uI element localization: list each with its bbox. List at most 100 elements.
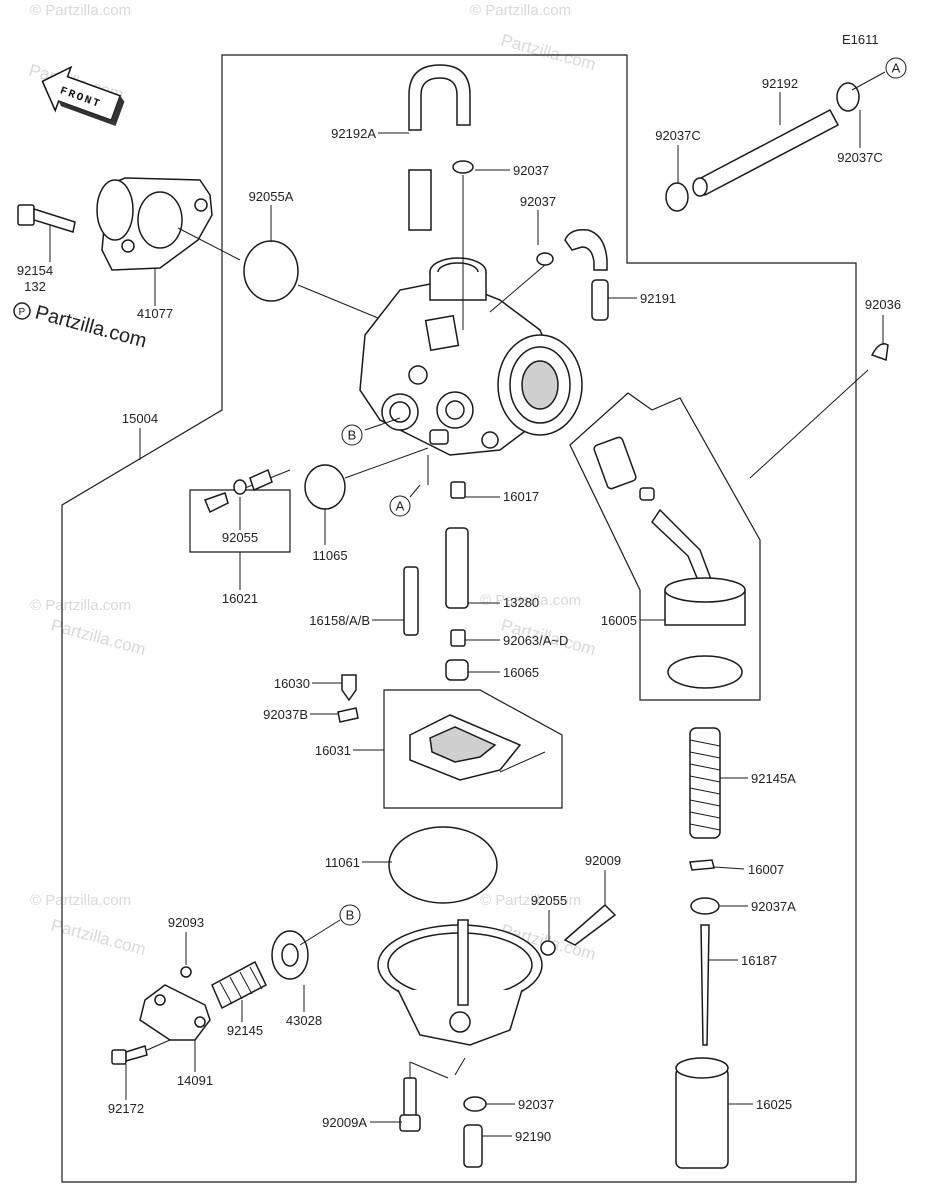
svg-text:P: P xyxy=(19,307,26,318)
partzilla-logo-text: Partzilla.com xyxy=(33,302,149,353)
clip-92037A xyxy=(690,897,720,915)
watermark: © Partzilla.com xyxy=(470,2,571,19)
float-valve-16030 xyxy=(341,674,357,702)
hose-92192 xyxy=(692,108,840,197)
label-92037: 92037 xyxy=(518,1097,554,1112)
float-bowl xyxy=(377,919,543,1046)
label-16017: 16017 xyxy=(503,489,539,504)
label-92191: 92191 xyxy=(640,291,676,306)
jet-92063 xyxy=(450,629,466,647)
screw-92172 xyxy=(111,1045,148,1065)
callout-A-mid: A xyxy=(389,495,411,517)
watermark: © Partzilla.com xyxy=(30,892,131,909)
watermark: Partzilla.com xyxy=(499,31,598,75)
clip-92036 xyxy=(870,343,889,362)
needle-92009 xyxy=(563,903,617,946)
watermark: Partzilla.com xyxy=(49,916,148,960)
label-14091: 14091 xyxy=(177,1073,213,1088)
leader-lines xyxy=(49,71,886,1137)
label-92145A: 92145A xyxy=(751,771,796,786)
svg-text:A: A xyxy=(396,499,405,514)
part-16065 xyxy=(445,659,469,681)
label-92055: 92055 xyxy=(531,893,567,908)
needle-16187 xyxy=(700,924,710,1046)
starter-16005 xyxy=(593,436,746,689)
label-92063: 92063/A~D xyxy=(503,633,568,648)
clip-16007 xyxy=(689,859,715,871)
watermark: © Partzilla.com xyxy=(480,892,581,909)
watermark: Partzilla.com xyxy=(49,616,148,660)
label-92009: 92009 xyxy=(585,853,621,868)
intake-holder-41077 xyxy=(96,177,213,271)
watermark: © Partzilla.com xyxy=(30,597,131,614)
clamp-92037 xyxy=(463,1096,487,1112)
label-43028: 43028 xyxy=(286,1013,322,1028)
label-16158: 16158/A/B xyxy=(309,613,370,628)
label-16065: 16065 xyxy=(503,665,539,680)
float-16031 xyxy=(409,714,546,781)
label-16007: 16007 xyxy=(748,862,784,877)
label-92093: 92093 xyxy=(168,915,204,930)
label-92037: 92037 xyxy=(520,194,556,209)
label-92037C: 92037C xyxy=(837,150,883,165)
screw-92009A xyxy=(399,1077,421,1132)
part-labels: 92192A 92037 92037 92055A 92154 132 4107… xyxy=(17,76,901,1144)
label-132: 132 xyxy=(24,279,46,294)
hose-92192A xyxy=(408,64,471,231)
label-16021: 16021 xyxy=(222,591,258,606)
group-16031-frame xyxy=(383,689,563,809)
group-16021-frame xyxy=(189,489,291,553)
cover-14091 xyxy=(139,984,211,1041)
assembly-frame xyxy=(61,54,857,1183)
label-92055: 92055 xyxy=(222,530,258,545)
label-16030: 16030 xyxy=(274,676,310,691)
spring-92145 xyxy=(211,960,267,1010)
svg-text:A: A xyxy=(892,61,901,76)
diagram-code: E1611 xyxy=(842,32,879,47)
label-92172: 92172 xyxy=(108,1101,144,1116)
callout-B-mid: B xyxy=(341,424,363,446)
label-92190: 92190 xyxy=(515,1129,551,1144)
jet-16017 xyxy=(450,481,466,499)
label-16025: 16025 xyxy=(756,1097,792,1112)
pilot-screw-16021 xyxy=(204,468,273,514)
needle-jet-13280 xyxy=(445,527,469,609)
label-15004: 15004 xyxy=(122,411,158,426)
watermark: © Partzilla.com xyxy=(30,2,131,19)
label-92154: 92154 xyxy=(17,263,53,278)
plug-92190 xyxy=(463,1124,483,1168)
label-92192: 92192 xyxy=(762,76,798,91)
cap-11065 xyxy=(304,464,346,510)
label-92192A: 92192A xyxy=(331,126,376,141)
label-16031: 16031 xyxy=(315,743,351,758)
label-41077: 41077 xyxy=(137,306,173,321)
clamp-92037C xyxy=(665,182,689,212)
brand-watermark: P Partzilla.com xyxy=(13,302,149,353)
label-92037: 92037 xyxy=(513,163,549,178)
gasket-11061 xyxy=(388,826,498,904)
label-92055A: 92055A xyxy=(249,189,294,204)
jet-16158 xyxy=(403,566,419,636)
clamp-92037 xyxy=(452,160,474,174)
label-11065: 11065 xyxy=(312,548,347,563)
slide-16025 xyxy=(675,1057,729,1169)
label-92036: 92036 xyxy=(865,297,901,312)
label-16005: 16005 xyxy=(601,613,637,628)
clip-92037B xyxy=(337,707,359,723)
oring-92055 xyxy=(540,940,556,956)
callout-A-top: A xyxy=(885,57,907,79)
washer-92093 xyxy=(180,966,192,978)
oring-92055A xyxy=(243,240,299,302)
label-92037A: 92037A xyxy=(751,899,796,914)
clamp-92037C xyxy=(836,82,860,112)
group-16005-frame xyxy=(569,392,761,701)
svg-text:B: B xyxy=(348,428,357,443)
callout-B-bottom: B xyxy=(339,904,361,926)
bolt-92154 xyxy=(17,204,76,233)
hose-92191 xyxy=(564,228,609,321)
label-92037B: 92037B xyxy=(263,707,308,722)
clamp-92037 xyxy=(536,252,554,266)
spring-92145A xyxy=(689,727,721,839)
